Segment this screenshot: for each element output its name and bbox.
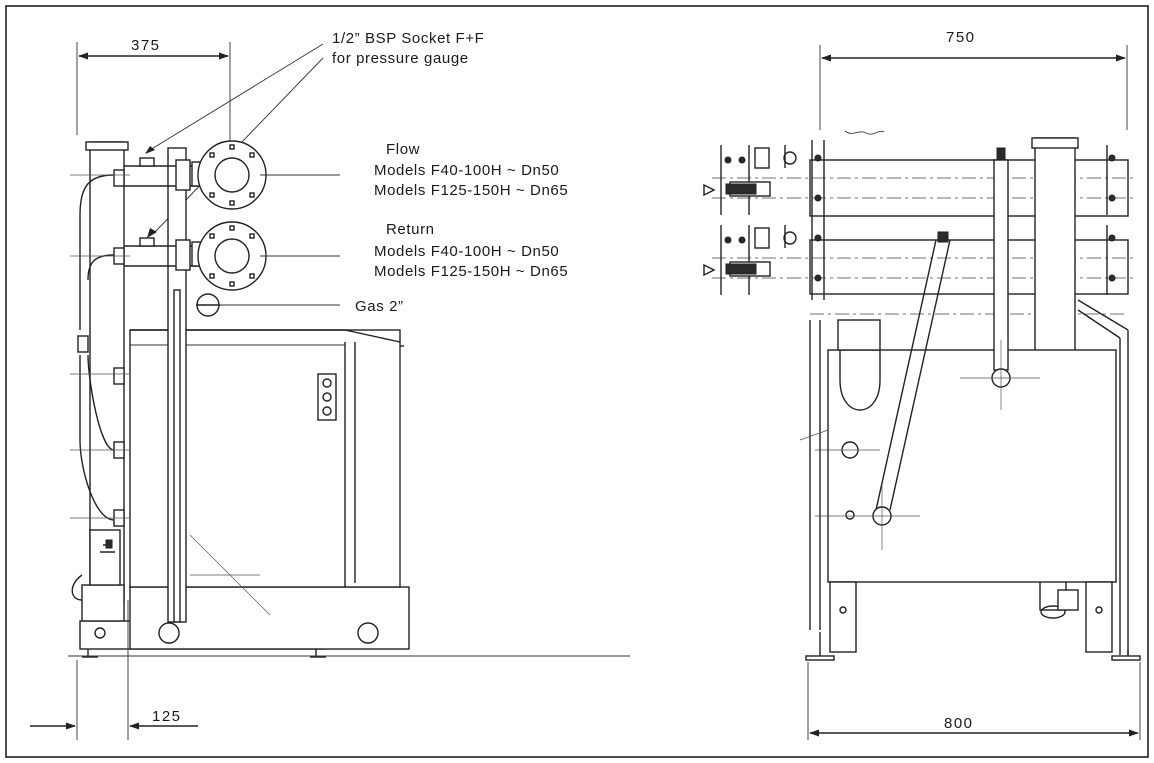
front-filter — [799, 319, 881, 520]
side-column — [167, 147, 187, 623]
return-title: Return — [386, 221, 435, 238]
front-vertical-pipe — [991, 147, 1011, 388]
return-model-b: Models F125-150H ~ Dn65 — [374, 263, 568, 280]
front-right-fittings — [1106, 145, 1116, 295]
side-labels: 1/2” BSP Socket F+F for pressure gauge F… — [332, 30, 568, 315]
flow-title: Flow — [386, 141, 420, 158]
side-base — [68, 586, 630, 658]
front-dimension-bottom: 800 — [807, 662, 1141, 740]
socket-note-line1: 1/2” BSP Socket F+F — [332, 30, 484, 47]
dim-125-label: 125 — [152, 708, 182, 725]
front-cabinet — [805, 299, 1141, 661]
front-dimension-top: 750 — [819, 29, 1128, 130]
front-view: 750 — [703, 29, 1141, 740]
side-flow-connection — [124, 140, 340, 210]
side-left-header — [71, 141, 129, 622]
side-dimension-bottom: 125 — [30, 600, 198, 740]
return-model-a: Models F40-100H ~ Dn50 — [374, 243, 559, 260]
flow-model-a: Models F40-100H ~ Dn50 — [374, 162, 559, 179]
drawing-frame — [5, 5, 1149, 758]
socket-note-line2: for pressure gauge — [332, 50, 469, 67]
gas-label: Gas 2” — [355, 298, 404, 315]
side-return-connection — [124, 221, 340, 291]
side-gas-connection — [196, 293, 340, 317]
side-view: 375 — [30, 30, 630, 740]
side-dimension-top: 375 — [76, 37, 231, 160]
flow-model-b: Models F125-150H ~ Dn65 — [374, 182, 568, 199]
front-left-fittings — [703, 140, 825, 300]
dim-800-label: 800 — [944, 715, 974, 732]
dim-750-label: 750 — [946, 29, 976, 46]
dim-375-label: 375 — [131, 37, 161, 54]
